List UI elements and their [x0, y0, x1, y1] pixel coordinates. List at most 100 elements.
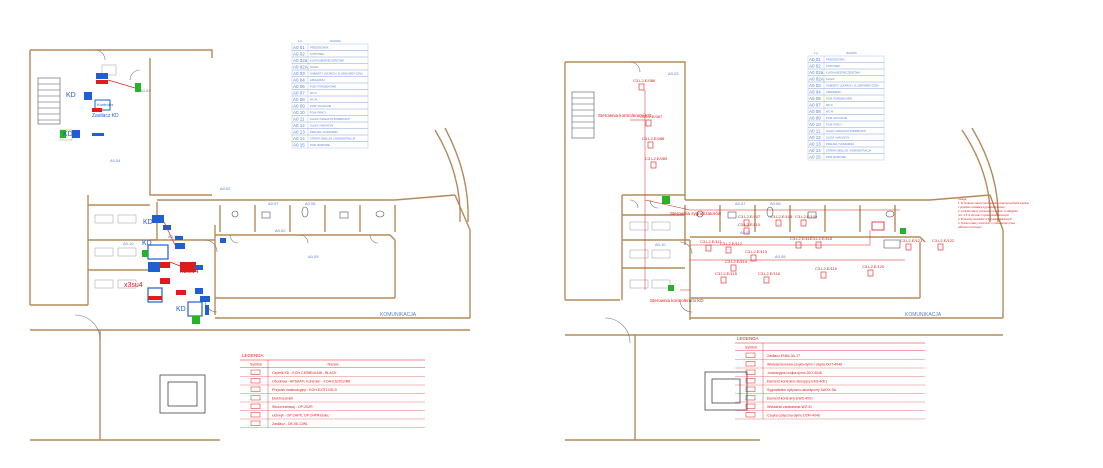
room-name: PRZEDSIONEK: [826, 57, 845, 61]
detector-label: C3.L2.E/117: [790, 236, 813, 241]
legend-symbol-icon: [745, 378, 756, 384]
legend-col-symbol: Symbol: [250, 363, 262, 367]
x3su-label: x3su4: [124, 282, 143, 289]
legend-item: Jonizacyjna czujka dymu DIO-4046: [767, 371, 822, 375]
legend-symbol-icon: [250, 412, 261, 418]
room-name: WC-K: [826, 103, 833, 107]
room-name: STREFA OBSŁUGI / ADMINISTRACJA: [310, 136, 355, 140]
detector-label: C3.L2.E/111: [700, 239, 722, 244]
table-header: L.p.: [814, 51, 819, 55]
table-header: L.p.: [298, 39, 303, 43]
room-code: A0 05: [293, 84, 305, 89]
kd-label: KD: [63, 131, 73, 138]
room-name: KLATKA BEZPIECZEŃSTWA: [310, 58, 344, 62]
svg-text:A0.08: A0.08: [770, 201, 781, 206]
legend-item: Elektrozamek: [272, 396, 293, 400]
room-code: A0 02a: [293, 58, 308, 63]
room-code: A0 08: [293, 97, 305, 102]
detector-label: C3.L2.E/118: [810, 236, 833, 241]
room-code: A0 07: [293, 90, 305, 95]
legend-col-name: Nazwa: [328, 363, 339, 367]
room-code: A0 12: [809, 135, 821, 140]
room-name: ARCHIWUM: [826, 90, 841, 94]
legend-symbol-icon: [745, 352, 756, 358]
svg-text:A0.03: A0.03: [140, 88, 151, 93]
detector-label: C3.L2.E/122: [932, 238, 955, 243]
svg-text:A0.09: A0.09: [775, 254, 786, 259]
smoke-detector-icon: [730, 264, 737, 272]
fire-cabling: [630, 90, 905, 291]
smoke-detector-icon: [800, 219, 807, 227]
right-desks: [629, 221, 671, 289]
left-equipment-box: [159, 374, 206, 414]
room-code: A0 09: [809, 115, 821, 120]
svg-text:A0.10: A0.10: [123, 241, 134, 246]
legend-symbol-icon: [745, 361, 756, 367]
room-code: A0 09: [293, 103, 305, 108]
room-code: A0 03: [293, 71, 305, 76]
room-name: POM. PORZĄDKOWE: [826, 96, 852, 100]
komunikacja-label: KOMUNIKACJA: [905, 312, 942, 318]
legend-item: Sticza tramwaj - OP-20ZR: [272, 405, 313, 409]
detector-label: C3.L2.E/087: [640, 114, 663, 119]
room-code: A0 11: [293, 116, 305, 121]
note-line: 1. W budynku należy zamontować czujki dy…: [958, 201, 1029, 205]
sterownia-top-label: Sterownia kontrolerami KD: [598, 113, 652, 118]
legend-symbol-icon: [250, 420, 261, 426]
smoke-detector-icon: [743, 227, 750, 235]
room-code: A0 04: [293, 77, 305, 82]
sterownia-syg-label: Sterownia sygnalizatorów: [670, 211, 722, 216]
legend-item: Przycisk ewakuacyjny - KOH-EXIT1333-S: [272, 388, 338, 392]
smoke-detector-icon: [750, 254, 757, 262]
detector-label: C3.L2.E/120: [862, 264, 885, 269]
room-code: A0 07: [809, 102, 821, 107]
detector-label: C3.L2.E/108: [770, 214, 793, 219]
smoke-detector-icon: [645, 119, 652, 127]
note-line: min. 0,5 m od ścian i opraw oświetleniow…: [958, 213, 1010, 217]
zasilacz-label: Zasilacz KD: [92, 113, 119, 119]
svg-text:A0.07: A0.07: [735, 201, 746, 206]
right-labels: Sterownia kontrolerami KD Sterownia sygn…: [598, 113, 942, 318]
detector-label: C3.L2.E/088: [642, 136, 665, 141]
room-name: WC-K: [310, 91, 317, 95]
kd-label: KD: [143, 219, 153, 226]
left-walls: [29, 49, 471, 441]
smoke-detector-icon: [720, 276, 727, 284]
svg-text:A0.04: A0.04: [110, 158, 121, 163]
room-name: SLUZA / MAGAZYN PODRĘCZNY: [826, 129, 866, 133]
kd-devices: [60, 73, 226, 324]
legend-item: Czytnik KD - KOH-CKS8EU/448 - BLACK: [272, 371, 337, 375]
room-name: SLUZA: [310, 65, 319, 69]
room-name: SLUZA / MAGAZYN PODRĘCZNY: [310, 117, 350, 121]
room-name: STREFA OBSŁUGI / ADMINISTRACJA: [826, 148, 871, 152]
room-name: POM. SOCJALNE: [826, 116, 847, 120]
smoke-detector-icon: [937, 243, 944, 251]
room-code: A0 02A: [293, 64, 308, 69]
smoke-detector-icon: [820, 271, 827, 279]
room-name: POM. BIUROWE: [826, 155, 846, 159]
room-name: POM. PRACY: [310, 110, 327, 114]
room-code: A0 02a: [809, 70, 824, 75]
room-code: A0 02: [293, 51, 305, 56]
legend-symbol-icon: [745, 412, 756, 418]
smoke-detector-icon: [763, 276, 770, 284]
detector-label: C3.L2.E/121: [900, 238, 923, 243]
room-code: A0 13: [293, 129, 305, 134]
kd-label: KD: [176, 306, 186, 313]
room-name: PRZEDSIONEK: [310, 45, 329, 49]
room-code: A0 10: [809, 122, 821, 127]
right-doors: [604, 61, 693, 344]
svg-text:A0.02: A0.02: [220, 186, 231, 191]
kontroler-label: Kontroler: [97, 102, 114, 107]
room-name: PRALNIA / SUSZARNIA: [310, 130, 338, 134]
room-code: A0 03: [809, 83, 821, 88]
table-header: NAZWA: [330, 39, 341, 43]
room-code: A0 04: [809, 89, 821, 94]
room-name: KORYTARZ: [826, 64, 840, 68]
